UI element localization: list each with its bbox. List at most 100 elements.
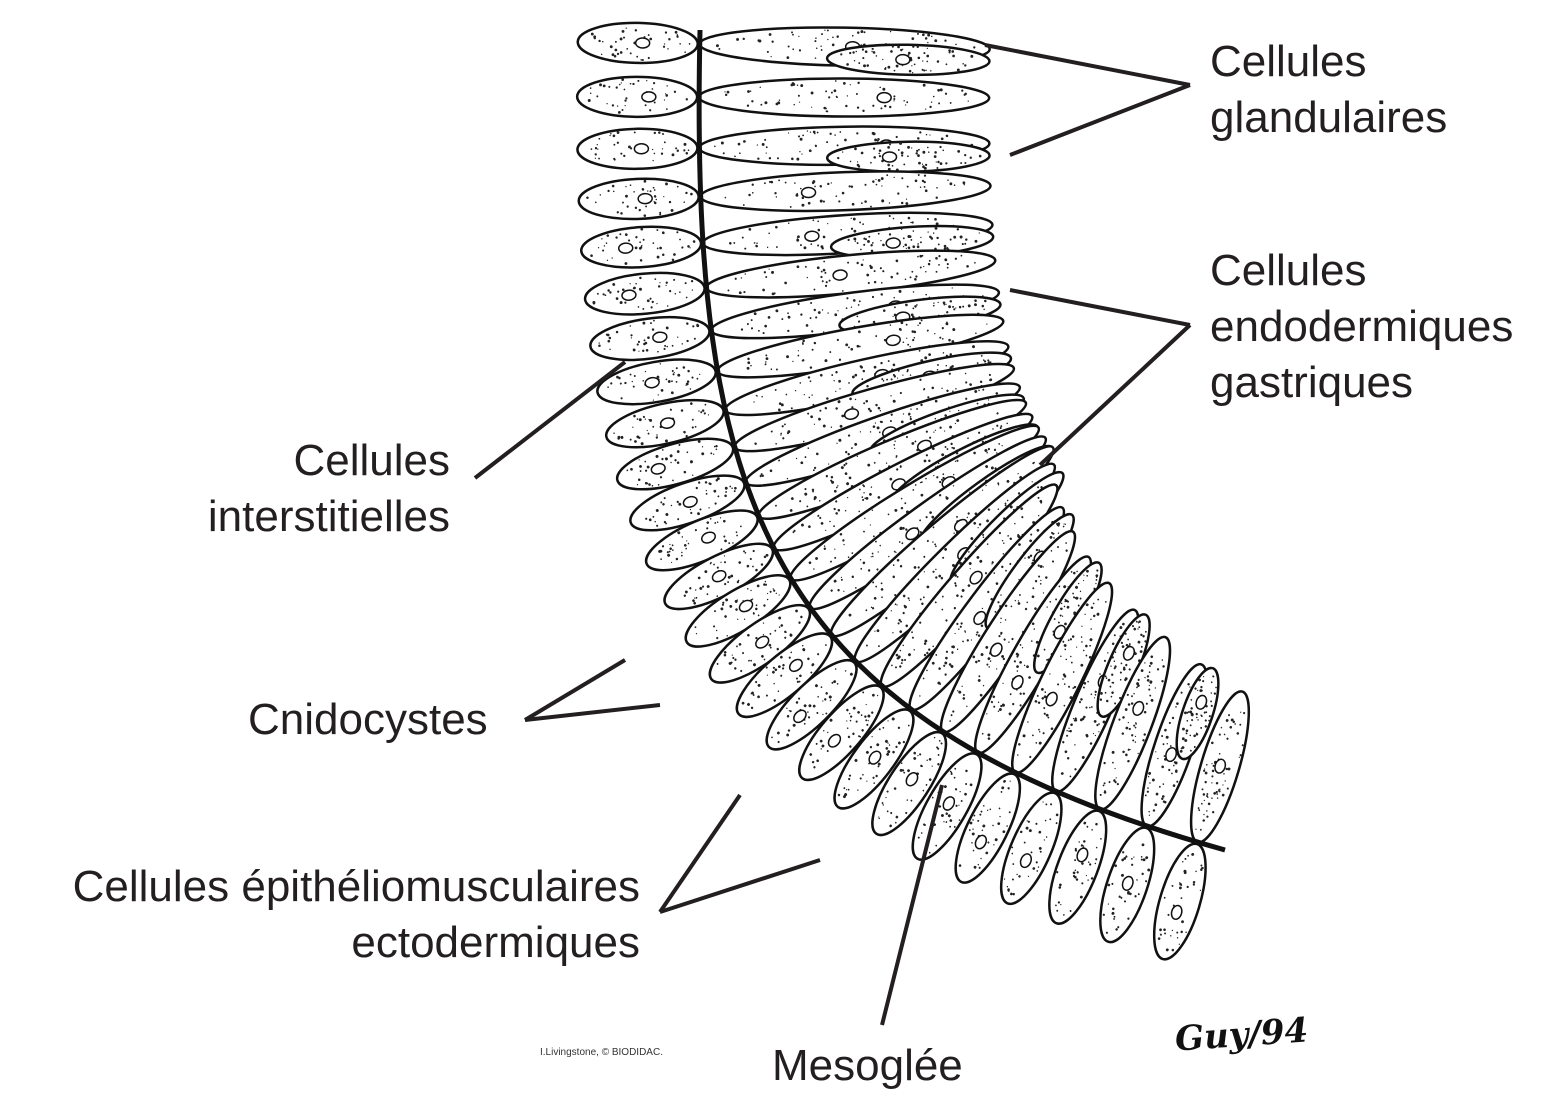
stipple-dot [917,754,919,757]
stipple-dot [1049,818,1052,821]
stipple-dot [931,661,935,665]
stipple-dot [813,766,816,769]
stipple-dot [902,611,905,615]
stipple-dot [667,380,671,383]
stipple-dot [837,588,840,592]
stipple-dot [1073,685,1077,689]
stipple-dot [1102,913,1105,916]
stipple-dot [1207,802,1211,806]
stipple-dot [1206,815,1209,818]
stipple-dot [1004,604,1008,608]
stipple-dot [679,43,681,45]
stipple-dot [934,39,938,43]
stipple-dot [808,396,811,399]
stipple-dot [870,161,872,164]
stipple-dot [913,63,916,66]
stipple-dot [641,188,645,191]
stipple-dot [1184,857,1187,860]
stipple-dot [734,658,737,661]
stipple-dot [1199,889,1202,892]
stipple-dot [1044,819,1047,822]
stipple-dot [914,440,917,443]
stipple-dot [997,508,1000,511]
stipple-dot [983,805,985,807]
stipple-dot [912,245,916,249]
stipple-dot [1051,560,1055,563]
stipple-dot [902,245,905,248]
stipple-dot [913,336,916,339]
endoderm-glandular-cell [825,43,991,77]
stipple-dot [606,259,609,261]
stipple-dot [852,732,855,736]
stipple-dot [1155,751,1157,753]
cell-nucleus [738,599,754,613]
stipple-dot [804,265,807,268]
stipple-dot [919,695,921,697]
stipple-dot [1016,655,1019,658]
stipple-dot [1220,726,1223,729]
stipple-dot [683,470,687,474]
stipple-dot [772,588,774,590]
stipple-dot [1045,576,1048,579]
stipple-dot [1053,618,1056,620]
stipple-dot [978,675,981,678]
stipple-dot [1062,673,1066,676]
stipple-dot [1137,678,1140,681]
stipple-dot [965,381,968,384]
stipple-dot [1161,680,1164,683]
stipple-dot [968,829,971,831]
stipple-dot [762,634,765,636]
stipple-dot [637,478,641,482]
cell-nucleus [1214,758,1227,774]
stipple-dot [865,399,869,403]
stipple-dot [962,305,965,308]
stipple-dot [776,647,779,651]
stipple-dot [1200,802,1203,805]
stipple-dot [1043,648,1046,651]
cell-nucleus [755,635,770,649]
stipple-dot [800,84,804,88]
stipple-dot [825,110,828,112]
stipple-dot [884,104,887,108]
stipple-dot [937,747,940,750]
stipple-dot [1009,537,1012,540]
stipple-dot [1137,640,1141,644]
stipple-dot [996,668,998,670]
stipple-dot [824,406,828,410]
stipple-dot [956,68,960,72]
stipple-dot [760,103,763,106]
stipple-dot [751,191,754,194]
stipple-dot [878,154,882,158]
stipple-dot [1014,522,1016,525]
stipple-dot [910,408,912,410]
stipple-dot [1032,734,1034,737]
stipple-dot [652,242,655,244]
stipple-dot [813,466,817,470]
stipple-dot [1158,785,1161,788]
stipple-dot [1049,600,1052,603]
stipple-dot [998,708,1002,711]
stipple-dot [923,185,926,188]
stipple-dot [814,185,816,188]
stipple-dot [1190,699,1193,701]
stipple-dot [954,574,957,577]
stipple-dot [844,138,847,142]
stipple-dot [853,229,857,233]
stipple-dot [843,543,845,546]
stipple-dot [617,290,620,293]
stipple-dot [978,431,981,434]
stipple-dot [871,295,875,299]
stipple-dot [933,474,935,477]
stipple-dot [1148,814,1151,816]
stipple-dot [1179,749,1183,753]
stipple-dot [901,542,904,545]
stipple-dot [637,306,640,308]
stipple-dot [944,430,946,432]
stipple-dot [872,693,875,697]
stipple-dot [1221,793,1225,797]
stipple-dot [776,157,779,160]
stipple-dot [765,354,768,357]
stipple-dot [1157,757,1159,760]
stipple-dot [829,351,832,353]
stipple-dot [619,233,622,236]
